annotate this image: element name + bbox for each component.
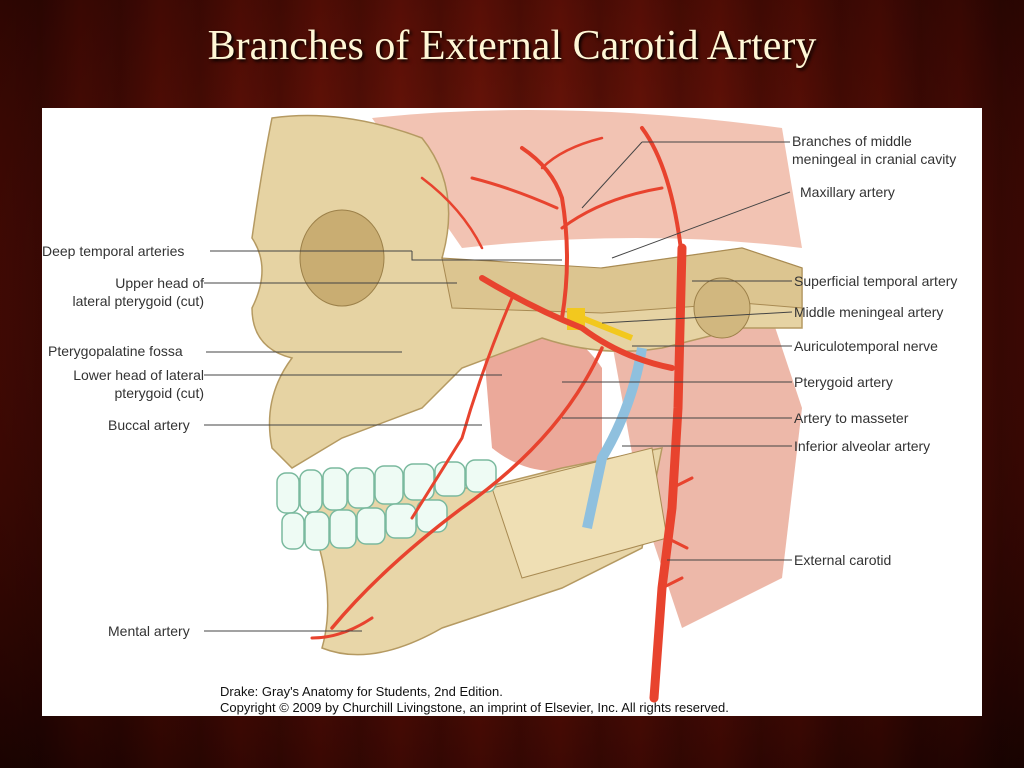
label-branches-middle-meningeal: Branches of middle meningeal in cranial … [792, 132, 956, 168]
label-deep-temporal-arteries: Deep temporal arteries [42, 243, 185, 259]
label-superficial-temporal-artery: Superficial temporal artery [794, 273, 958, 289]
label-pterygoid-artery: Pterygoid artery [794, 374, 893, 390]
mandible-ramus-cut [491, 447, 668, 579]
external-carotid-artery [649, 243, 687, 703]
label-pterygopalatine-fossa: Pterygopalatine fossa [48, 343, 183, 359]
label-upper-head-line1: Upper head of [115, 275, 204, 291]
label-buccal-artery: Buccal artery [108, 417, 190, 433]
label-artery-to-masseter: Artery to masseter [794, 410, 909, 426]
neck-muscle [602, 288, 802, 628]
label-upper-head-line2: lateral pterygoid (cut) [72, 293, 204, 309]
leader-lines [204, 141, 793, 632]
orbit [299, 209, 385, 307]
label-lower-head-lateral-pterygoid: Lower head of lateral pterygoid (cut) [42, 366, 204, 402]
nerve-branch [580, 315, 634, 341]
label-lower-head-line1: Lower head of lateral [73, 367, 204, 383]
inferior-alveolar-artery [330, 346, 604, 630]
slide-title: Branches of External Carotid Artery [207, 23, 817, 69]
pterygoid-muscle [482, 323, 602, 471]
anatomy-illustration [204, 110, 803, 703]
label-inferior-alveolar-artery: Inferior alveolar artery [794, 438, 931, 454]
mental-artery [310, 616, 374, 640]
middle-meningeal-artery [520, 146, 569, 320]
label-branches-line2: meningeal in cranial cavity [792, 151, 957, 167]
maxillary-artery [479, 275, 675, 371]
buccal-artery [410, 296, 514, 520]
arteries [310, 126, 694, 703]
teeth [276, 459, 497, 551]
label-middle-meningeal-artery: Middle meningeal artery [794, 304, 944, 320]
superficial-temporal-artery [640, 126, 684, 260]
label-mental-artery: Mental artery [108, 623, 190, 639]
caption-source: Drake: Gray's Anatomy for Students, 2nd … [220, 684, 503, 699]
figure-caption: Drake: Gray's Anatomy for Students, 2nd … [220, 684, 729, 716]
anatomy-figure: Deep temporal arteries Upper head of lat… [42, 108, 982, 716]
ear-canal [693, 277, 751, 339]
label-branches-line1: Branches of middle [792, 133, 912, 149]
label-auriculotemporal-nerve: Auriculotemporal nerve [794, 338, 938, 354]
label-upper-head-lateral-pterygoid: Upper head of lateral pterygoid (cut) [52, 274, 204, 310]
label-maxillary-artery: Maxillary artery [800, 184, 895, 200]
temporalis-muscle [372, 110, 802, 248]
vein [582, 347, 647, 530]
label-lower-head-line2: pterygoid (cut) [114, 385, 204, 401]
caption-copyright: Copyright © 2009 by Churchill Livingston… [220, 700, 729, 715]
label-external-carotid: External carotid [794, 552, 892, 568]
